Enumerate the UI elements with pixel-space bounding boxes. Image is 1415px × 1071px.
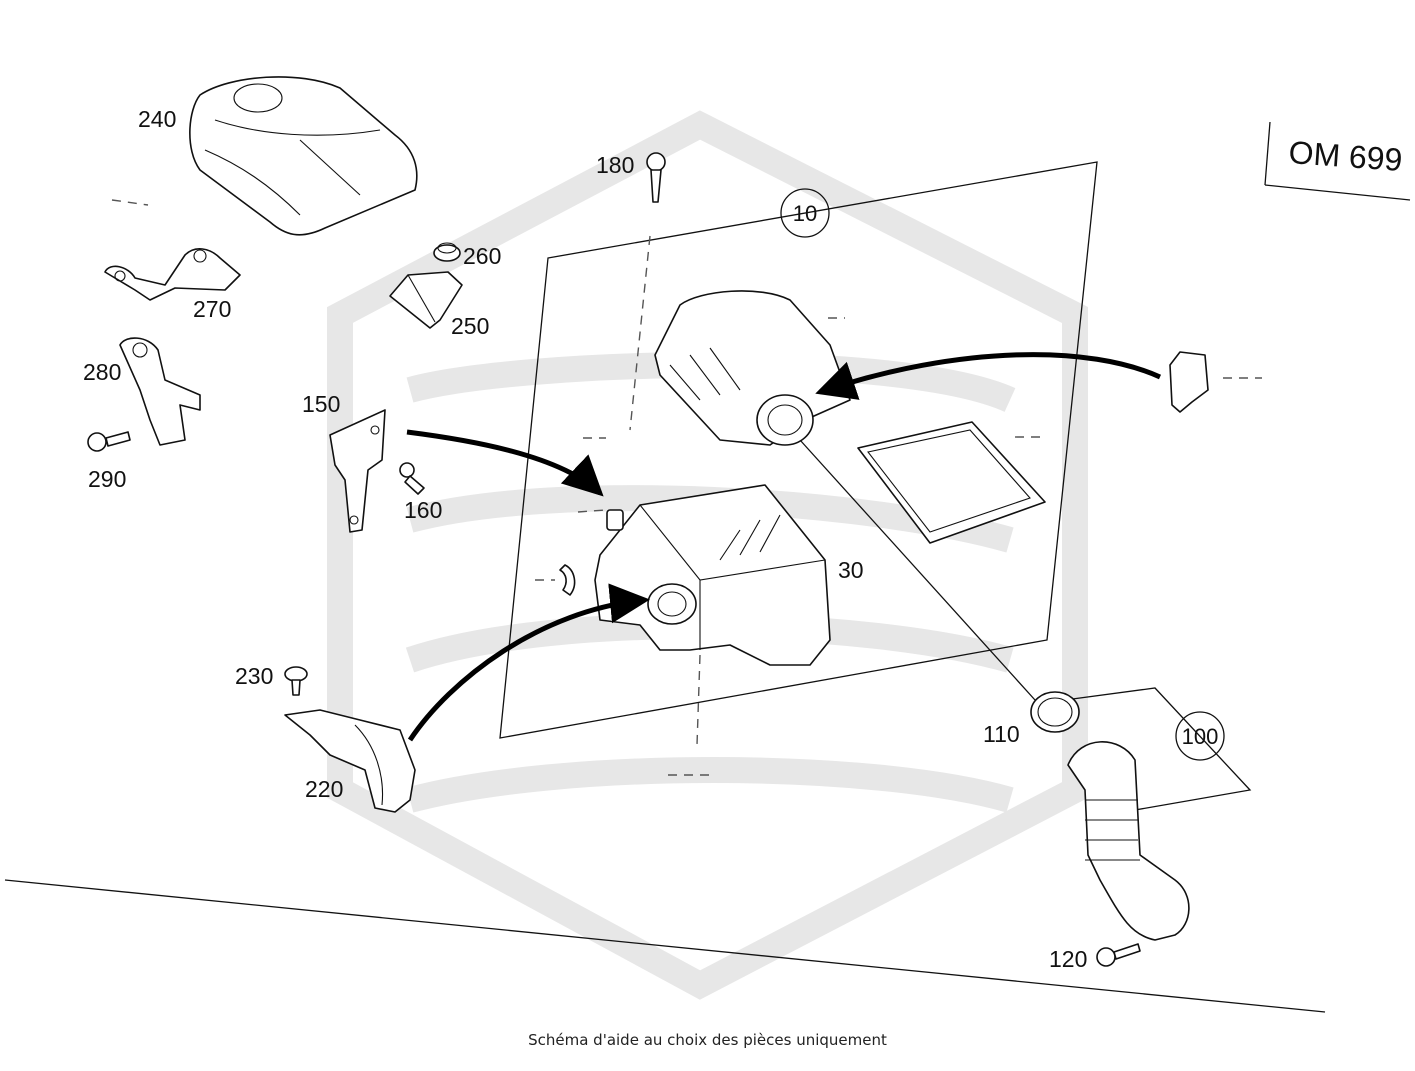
svg-text:100[interactable]: 100 <box>1182 724 1219 749</box>
assembly-frame-10 <box>499 161 1098 746</box>
sensor-part[interactable] <box>1169 351 1209 413</box>
bracket-270[interactable] <box>104 199 241 301</box>
engine-cover-240[interactable] <box>189 76 418 236</box>
arrow-150-to-housing <box>406 429 604 497</box>
hose-clamp-110[interactable] <box>1030 691 1080 733</box>
filter-element[interactable] <box>857 421 1046 544</box>
assembly-callout-100[interactable]: 100 <box>1175 711 1225 761</box>
callout-150[interactable]: 150 <box>302 391 340 417</box>
arrow-220-to-housing <box>407 583 650 742</box>
engine-code-box: OM 699 <box>1264 121 1411 201</box>
clip-230[interactable] <box>284 666 308 696</box>
arrow-sensor-to-housing <box>815 352 1162 400</box>
callout-160[interactable]: 160 <box>404 497 442 523</box>
bracket-150[interactable] <box>329 409 386 533</box>
callout-270[interactable]: 270 <box>193 296 231 322</box>
callout-230[interactable]: 230 <box>235 663 273 689</box>
engine-code-label: OM 699 <box>1288 134 1404 178</box>
callout-110[interactable]: 110 <box>983 721 1020 747</box>
bracket-250[interactable] <box>389 271 463 329</box>
intake-hose-100[interactable] <box>1067 741 1190 941</box>
grommet-260[interactable] <box>433 242 461 262</box>
callout-120[interactable]: 120 <box>1049 946 1087 972</box>
callout-220[interactable]: 220 <box>305 776 343 802</box>
clip-part[interactable] <box>559 564 576 596</box>
diagram-caption: Schéma d'aide au choix des pièces unique… <box>528 1031 887 1049</box>
callout-290[interactable]: 290 <box>88 466 126 492</box>
air-filter-housing-lower[interactable] <box>594 484 831 666</box>
callout-260[interactable]: 260 <box>463 243 501 269</box>
assembly-frame-100 <box>1064 687 1252 811</box>
bolt-290[interactable] <box>87 431 131 452</box>
callout-240[interactable]: 240 <box>138 106 176 132</box>
callout-280[interactable]: 280 <box>83 359 121 385</box>
bolt-180[interactable] <box>646 152 666 203</box>
bolt-160[interactable] <box>399 462 425 495</box>
air-filter-housing-upper[interactable] <box>654 290 851 446</box>
bolt-120[interactable] <box>1096 943 1141 967</box>
intake-duct-220[interactable] <box>284 709 416 813</box>
ground-line <box>4 879 1326 1013</box>
callout-180[interactable]: 180 <box>596 152 634 178</box>
assembly-callout-10[interactable]: 10 <box>780 188 830 238</box>
callout-250[interactable]: 250 <box>451 313 489 339</box>
position-markers <box>535 317 1262 776</box>
svg-text:10[interactable]: 10 <box>793 201 817 226</box>
bracket-280[interactable] <box>119 337 201 446</box>
callout-30[interactable]: 30 <box>838 557 864 583</box>
